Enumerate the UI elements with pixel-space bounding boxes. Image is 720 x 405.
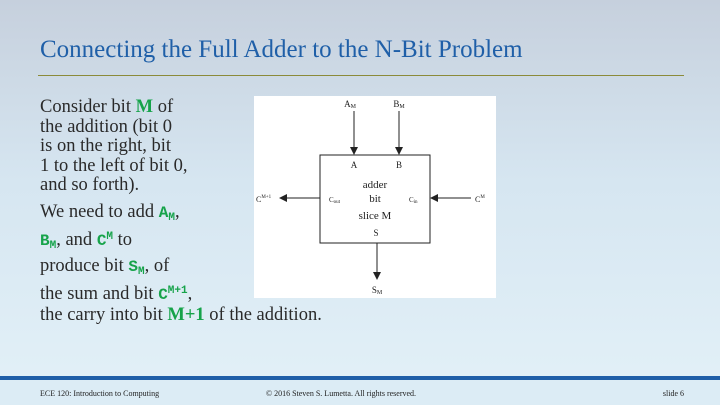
adder-line-1: adder xyxy=(363,179,388,191)
text: , and xyxy=(56,230,97,250)
s-m: SM xyxy=(128,257,145,278)
a-m: AM xyxy=(158,203,175,224)
subscript: M xyxy=(168,211,175,224)
superscript: M xyxy=(106,231,114,243)
cout-label: Cout xyxy=(329,196,341,205)
footer: ECE 120: Introduction to Computing © 201… xyxy=(0,380,720,405)
text: and so forth). xyxy=(40,175,140,195)
paragraph-2: We need to add AM, BM, and CM to produce… xyxy=(40,201,322,326)
text: Consider bit xyxy=(40,97,136,117)
m-plus-1: M+1 xyxy=(167,304,205,325)
text: of the addition. xyxy=(204,304,322,325)
symbol: S xyxy=(128,257,138,276)
slide-title: Connecting the Full Adder to the N-Bit P… xyxy=(40,36,523,63)
c-m-plus-1-label: CM+1 xyxy=(256,195,272,204)
adder-diagram: AM BM A B adder bit slice M S Cout Cin C… xyxy=(254,96,496,298)
c-m-label: CM xyxy=(475,195,485,204)
cin-label: Cin xyxy=(409,196,418,205)
adder-diagram-svg: AM BM A B adder bit slice M S Cout Cin C… xyxy=(256,99,485,296)
symbol: B xyxy=(40,232,50,250)
c-m: CM xyxy=(96,231,114,250)
text: to xyxy=(113,230,133,250)
adder-line-3: slice M xyxy=(359,210,392,222)
superscript: M+1 xyxy=(167,285,188,297)
text: 1 to the left of bit 0, xyxy=(40,155,188,176)
symbol: A xyxy=(158,203,169,222)
b-m: BM xyxy=(40,232,57,252)
title-divider xyxy=(38,75,684,76)
text: We need to add xyxy=(40,201,159,222)
subscript: M xyxy=(49,240,57,252)
b-m-label: BM xyxy=(393,99,405,110)
text: the carry into bit xyxy=(40,304,168,325)
text: , of xyxy=(144,255,170,276)
adder-line-2: bit xyxy=(369,193,381,205)
subscript: M xyxy=(137,265,145,278)
port-b-label: B xyxy=(396,160,402,170)
s-m-label: SM xyxy=(372,285,383,296)
port-s-label: S xyxy=(373,228,378,238)
a-m-label: AM xyxy=(344,99,357,110)
text: is on the right, bit xyxy=(40,136,172,156)
course-name: ECE 120: Introduction to Computing xyxy=(40,389,160,398)
text: of xyxy=(153,97,174,117)
text: the addition (bit 0 xyxy=(40,116,173,137)
paragraph-1: Consider bit M of the addition (bit 0 is… xyxy=(40,97,322,196)
body-text: Consider bit M of the addition (bit 0 is… xyxy=(40,97,322,326)
c-m-plus-1: CM+1 xyxy=(158,285,188,304)
text: , xyxy=(174,201,180,222)
text: produce bit xyxy=(40,255,129,276)
bit-m: M xyxy=(135,97,154,117)
port-a-label: A xyxy=(351,160,358,170)
copyright-notice: © 2016 Steven S. Lumetta. All rights res… xyxy=(266,389,417,398)
text: , xyxy=(187,284,193,304)
slide-number: slide 6 xyxy=(662,389,684,398)
symbol: C xyxy=(96,232,107,250)
footer-divider xyxy=(0,376,720,380)
symbol: C xyxy=(158,286,168,304)
text: the sum and bit xyxy=(40,284,159,304)
